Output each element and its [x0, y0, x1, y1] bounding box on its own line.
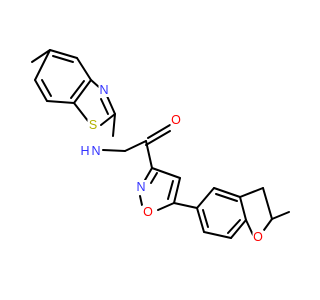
- bond: [73, 79, 92, 104]
- atom-label-o-isoxazole: O: [143, 205, 153, 219]
- bond: [215, 193, 238, 202]
- bond: [150, 172, 158, 184]
- bond: [202, 209, 209, 228]
- bond: [124, 140, 147, 152]
- bond: [196, 187, 215, 209]
- bond: [102, 149, 126, 152]
- atom-label-background: [87, 118, 99, 132]
- bond: [262, 187, 273, 220]
- bond: [145, 130, 171, 146]
- bond: [70, 80, 85, 99]
- atom-label-h-amide: H: [80, 144, 89, 158]
- bond: [239, 196, 247, 221]
- bond: [52, 55, 74, 63]
- bond: [139, 195, 143, 206]
- atom-label-o-carbonyl: O: [171, 113, 181, 127]
- bond: [34, 49, 51, 81]
- bond: [151, 167, 181, 179]
- bond: [271, 211, 290, 220]
- atom-label-background: [79, 144, 91, 158]
- bond: [73, 102, 89, 122]
- bond: [106, 95, 116, 115]
- bond: [100, 113, 116, 126]
- bond: [41, 79, 52, 97]
- atom-label-n-isoxazole: N: [136, 180, 145, 194]
- atom-label-n-amide: N: [91, 144, 100, 158]
- bond: [203, 231, 232, 239]
- atom-label-background: [170, 113, 182, 127]
- bond: [34, 79, 48, 102]
- bond: [157, 202, 175, 211]
- atom-label-background: [142, 205, 154, 219]
- bond: [100, 98, 109, 115]
- bond: [230, 219, 247, 239]
- bond: [245, 219, 254, 236]
- bond: [213, 187, 241, 198]
- atom-label-background: [252, 230, 264, 244]
- bond: [31, 49, 51, 63]
- bond: [145, 140, 153, 169]
- bond: [76, 57, 92, 81]
- atom-label-s-thiazole: S: [89, 118, 97, 132]
- atom-label-background: [98, 83, 110, 97]
- bond: [173, 177, 181, 204]
- bond: [49, 49, 78, 59]
- bond: [112, 113, 116, 137]
- bond: [263, 218, 273, 231]
- bond: [167, 180, 174, 200]
- bond: [196, 207, 205, 233]
- bond: [147, 124, 171, 139]
- bond: [239, 187, 264, 198]
- bonds: [31, 49, 290, 239]
- atom-label-o-furan: O: [253, 230, 263, 244]
- atom-label-background: [135, 180, 147, 194]
- atom-label-background: [90, 144, 102, 158]
- bond: [173, 202, 198, 209]
- bond: [46, 100, 75, 104]
- bond: [144, 167, 153, 181]
- bond: [227, 219, 241, 234]
- atom-label-n-thiazole: N: [99, 83, 108, 97]
